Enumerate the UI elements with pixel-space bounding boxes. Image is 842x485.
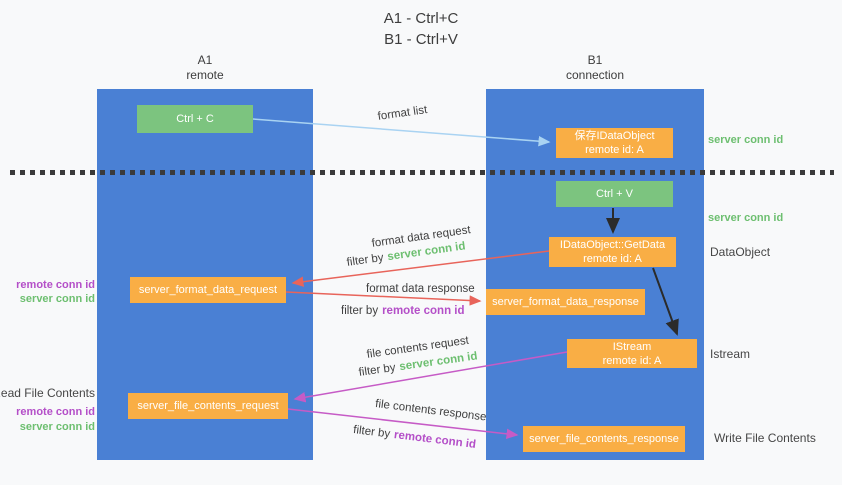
server-format-data-request-label: server_format_data_request [138,284,278,296]
istream-annotation: Istream [710,347,751,361]
format-data-response-label: format data response [366,283,475,295]
filter-prefix-text: filter by [352,424,391,441]
filter-prefix-text: filter by [358,361,397,379]
istream-line2: remote id: A [602,354,662,367]
write-file-contents-annotation: Write File Contents [714,431,816,445]
lane-b1-role: connection [565,68,625,82]
title-line-1: A1 - Ctrl+C [383,10,459,27]
server-format-data-request-node: server_format_data_request [130,277,286,303]
lane-a1-name: A1 [197,53,213,67]
server-conn-id-annotation-left-1: server conn id [19,293,95,305]
remote-conn-id-text: remote conn id [393,429,477,451]
ctrl-c-node: Ctrl + C [137,105,253,133]
ctrl-c-label: Ctrl + C [176,113,214,125]
save-dataobject-line2: remote id: A [585,144,644,156]
server-file-contents-request-label: server_file_contents_request [137,400,279,412]
remote-conn-id-annotation-left-1: remote conn id [16,279,95,291]
dataobject-annotation: DataObject [710,245,771,259]
getdata-line1: IDataObject::GetData [559,239,666,251]
istream-line1: IStream [612,340,652,353]
remote-conn-id-text: remote conn id [382,305,465,317]
format-list-label: format list [377,104,429,123]
file-contents-response-label: file contents response [374,398,488,424]
istream-node: IStream remote id: A [567,339,697,368]
lane-header-a1: A1 remote [97,53,313,83]
ctrl-v-label: Ctrl + V [596,188,633,200]
lane-b1-name: B1 [587,53,603,67]
dotted-separator [10,170,834,175]
server-format-data-response-node: server_format_data_response [486,289,645,315]
diagram-title: A1 - Ctrl+C B1 - Ctrl+V [0,8,842,50]
lane-a1-role: remote [186,68,224,82]
getdata-line2: remote id: A [583,253,642,265]
lane-header-b1: B1 connection [486,53,704,83]
server-file-contents-request-node: server_file_contents_request [128,393,288,419]
remote-conn-id-annotation-left-2: remote conn id [16,406,95,418]
server-file-contents-response-label: server_file_contents_response [529,433,679,445]
ctrl-v-node: Ctrl + V [556,181,673,207]
save-dataobject-line1: 保存IDataObject [574,130,655,142]
title-line-2: B1 - Ctrl+V [384,31,458,48]
server-file-contents-response-node: server_file_contents_response [523,426,685,452]
server-conn-id-annotation-top-right: server conn id [708,134,784,146]
server-conn-id-annotation-left-2: server conn id [19,421,95,433]
server-format-data-response-label: server_format_data_response [492,296,639,308]
read-file-contents-annotation: Read File Contents [0,386,95,400]
filter-prefix-text: filter by [346,251,385,269]
save-dataobject-node: 保存IDataObject remote id: A [556,128,673,158]
filter-prefix-text: filter by [341,305,379,317]
getdata-node: IDataObject::GetData remote id: A [549,237,676,267]
server-conn-id-annotation-mid-right: server conn id [708,212,784,224]
